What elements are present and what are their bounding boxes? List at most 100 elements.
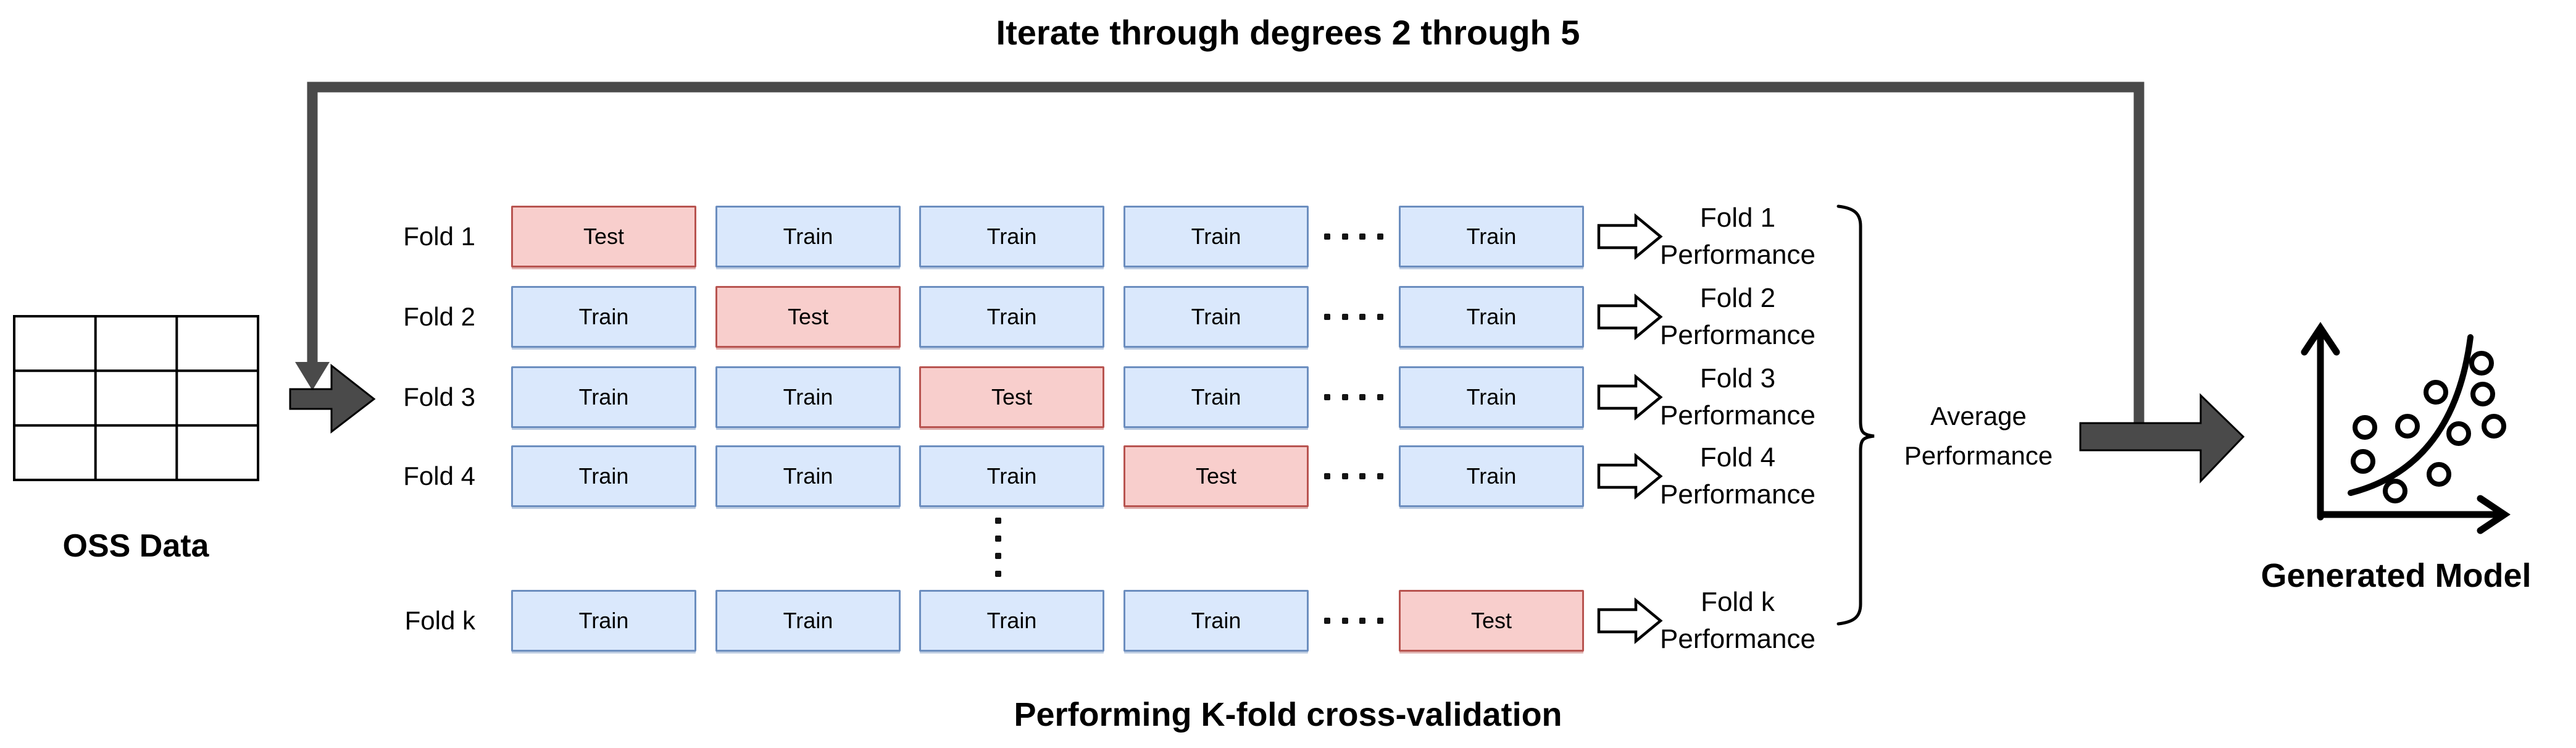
loop-down-arrowhead <box>295 362 330 390</box>
input-arrow <box>289 363 376 434</box>
fold-performance-label: Fold 1 Performance <box>1645 203 1830 270</box>
ellipsis-dot <box>1341 233 1348 240</box>
ellipsis-dot <box>1359 314 1366 320</box>
train-cell: Train <box>919 286 1104 348</box>
train-cell: Train <box>511 366 696 428</box>
ellipsis-dot <box>1377 394 1383 400</box>
fold-performance-arrow <box>1597 293 1663 340</box>
train-cell: Train <box>511 286 696 348</box>
average-performance-label: Average Performance <box>1877 395 2080 477</box>
fold-performance-label: Fold 2 Performance <box>1645 283 1830 350</box>
train-cell: Train <box>511 590 696 652</box>
scatter-point <box>2353 415 2377 440</box>
train-cell: Train <box>919 206 1104 267</box>
plot-x-arrowhead <box>2477 495 2511 534</box>
fold-performance-arrow <box>1597 453 1663 500</box>
train-cell: Train <box>715 366 901 428</box>
generated-model-label: Generated Model <box>2261 557 2532 594</box>
train-cell: Train <box>1123 590 1309 652</box>
train-cell: Train <box>1399 286 1584 348</box>
generated-model-plot <box>2301 322 2511 534</box>
test-cell: Test <box>715 286 901 348</box>
scatter-point <box>2446 421 2471 446</box>
bottom-title: Performing K-fold cross-validation <box>1014 696 1562 733</box>
ellipsis-dot <box>1341 394 1348 400</box>
ellipsis-dot <box>1324 394 1330 400</box>
scatter-point <box>2482 414 2506 439</box>
train-cell: Train <box>1123 206 1309 267</box>
scatter-point <box>2469 351 2494 376</box>
train-cell: Train <box>1399 445 1584 507</box>
train-cell: Train <box>715 206 901 267</box>
plot-scatter-points <box>2351 351 2506 503</box>
ellipsis-dot <box>1359 473 1366 479</box>
ellipsis-dot <box>1359 233 1366 240</box>
fold-performance-line2: Performance <box>1660 320 1815 350</box>
top-title: Iterate through degrees 2 through 5 <box>996 13 1580 52</box>
scatter-point <box>2470 382 2495 406</box>
train-cell: Train <box>715 445 901 507</box>
scatter-point <box>2351 449 2375 474</box>
test-cell: Test <box>1123 445 1309 507</box>
iteration-loop-arrow <box>295 82 2145 432</box>
train-cell: Train <box>511 445 696 507</box>
ellipsis-dot <box>1324 314 1330 320</box>
ellipsis-dot <box>1324 618 1330 624</box>
fold-row-label: Fold 4 <box>403 461 475 490</box>
scatter-point <box>2395 414 2420 439</box>
fold-performance-line2: Performance <box>1660 400 1815 431</box>
ellipsis-dot <box>995 535 1001 542</box>
ellipsis-dot <box>1359 394 1366 400</box>
fold-performance-line2: Performance <box>1660 240 1815 270</box>
ellipsis-dot <box>1377 314 1383 320</box>
row-ellipsis-dots <box>1324 445 1383 507</box>
train-cell: Train <box>1123 366 1309 428</box>
plot-curve <box>2348 334 2474 496</box>
ellipsis-dot <box>1324 473 1330 479</box>
fold-row-label: Fold 1 <box>403 222 475 251</box>
ellipsis-dot <box>1341 314 1348 320</box>
fold-performance-line1: Fold k <box>1701 587 1775 617</box>
average-performance-line2: Performance <box>1904 441 2053 470</box>
fold-row-label: Fold 3 <box>403 382 475 411</box>
ellipsis-dot <box>995 518 1001 524</box>
ellipsis-dot <box>1377 233 1383 240</box>
fold-performance-line1: Fold 2 <box>1699 283 1776 313</box>
ellipsis-dot <box>1377 618 1383 624</box>
fold-performance-line2: Performance <box>1660 624 1815 654</box>
ellipsis-dot <box>1341 473 1348 479</box>
oss-data-label: OSS Data <box>62 528 209 564</box>
scatter-point <box>2383 479 2407 503</box>
brace <box>1836 204 1875 626</box>
ellipsis-dot <box>1324 233 1330 240</box>
fold-performance-label: Fold k Performance <box>1645 587 1830 654</box>
ellipsis-dot <box>995 570 1001 577</box>
test-cell: Test <box>919 366 1104 428</box>
train-cell: Train <box>919 445 1104 507</box>
train-cell: Train <box>1399 366 1584 428</box>
train-cell: Train <box>1399 206 1584 267</box>
ellipsis-dot <box>1359 618 1366 624</box>
test-cell: Test <box>1399 590 1584 652</box>
plot-y-arrowhead <box>2301 322 2340 356</box>
scatter-point <box>2424 380 2448 405</box>
fold-performance-line1: Fold 4 <box>1699 442 1776 473</box>
row-ellipsis-dots <box>1324 590 1383 652</box>
row-ellipsis-dots <box>1324 206 1383 267</box>
fold-performance-line1: Fold 1 <box>1699 203 1776 233</box>
fold-performance-arrow <box>1597 597 1663 644</box>
test-cell: Test <box>511 206 696 267</box>
output-arrow <box>2079 393 2245 484</box>
train-cell: Train <box>715 590 901 652</box>
fold-row-label: Fold 2 <box>403 302 475 331</box>
ellipsis-dot <box>1377 473 1383 479</box>
ellipsis-dot <box>995 553 1001 560</box>
row-ellipsis-dots <box>1324 366 1383 428</box>
scatter-point <box>2427 462 2451 487</box>
average-performance-line1: Average <box>1930 401 2027 431</box>
fold-performance-arrow <box>1597 374 1663 421</box>
